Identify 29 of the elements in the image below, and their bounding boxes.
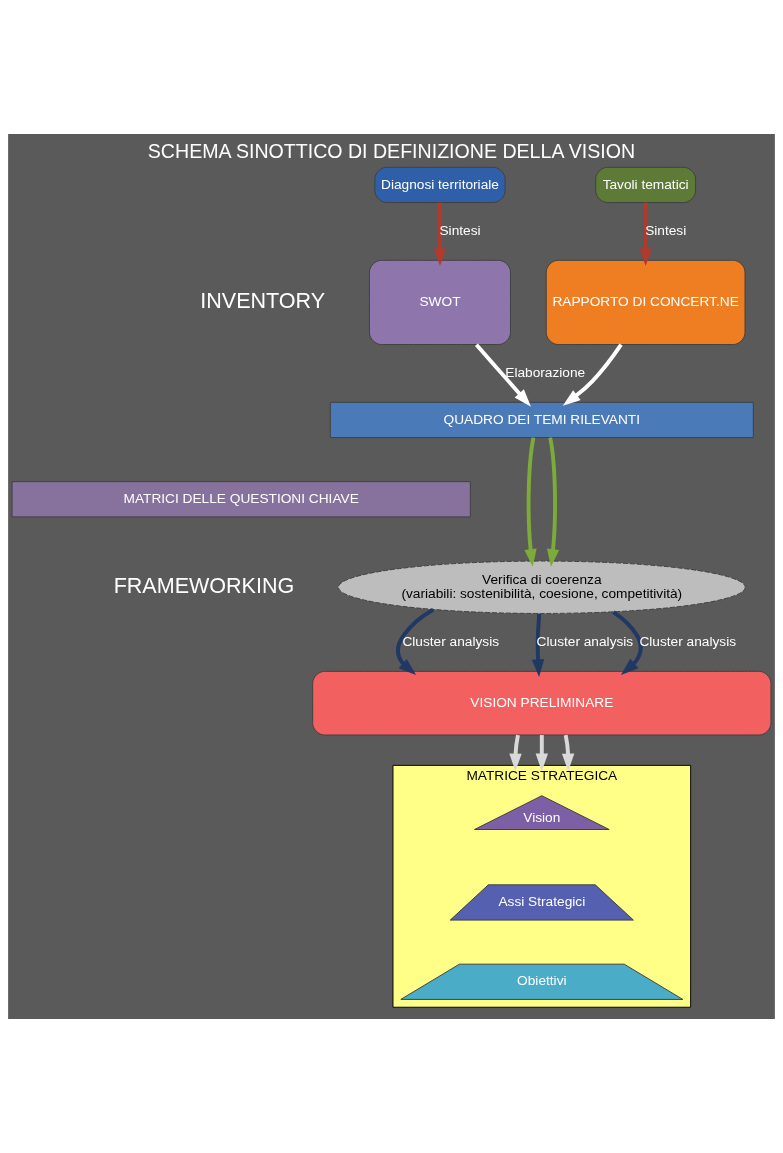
arrow xyxy=(612,610,643,676)
node-box: Diagnosi territoriale xyxy=(374,166,506,204)
arrow xyxy=(531,613,545,678)
arrow xyxy=(546,437,560,567)
edge-label: Cluster analysis xyxy=(639,634,737,650)
arrow xyxy=(509,734,522,772)
diagram-title: SCHEMA SINOTTICO DI DEFINIZIONE DELLA VISION xyxy=(147,139,636,162)
arrow xyxy=(561,734,575,772)
arrow xyxy=(433,202,447,267)
node-box: VISION PRELIMINARE xyxy=(312,670,772,736)
edge-label: Elaborazione xyxy=(505,365,586,381)
node-box: SWOT xyxy=(369,259,511,346)
node-box: RAPPORTO DI CONCERT.NE xyxy=(545,259,746,346)
arrow xyxy=(535,735,548,772)
arrow xyxy=(396,608,435,676)
arrow xyxy=(562,343,623,406)
label: FRAMEWORKING xyxy=(113,573,295,598)
node-box: QUADRO DEI TEMI RILEVANTI xyxy=(329,401,754,439)
node-box: Tavoli tematici xyxy=(595,166,697,204)
arrow xyxy=(475,343,531,407)
node-ellipse: Verifica di coerenza (variabili: sostenibilità, coesione, competitività) xyxy=(337,560,746,614)
edge-label: Cluster analysis xyxy=(402,634,500,650)
arrow xyxy=(524,437,537,567)
edge-label: Sintesi xyxy=(439,223,481,239)
edge-label: Cluster analysis xyxy=(536,634,634,650)
arrow xyxy=(639,202,652,267)
node-box: MATRICI DELLE QUESTIONI CHIAVE xyxy=(11,481,471,518)
edge-label: Sintesi xyxy=(645,223,687,239)
label: INVENTORY xyxy=(200,288,326,313)
